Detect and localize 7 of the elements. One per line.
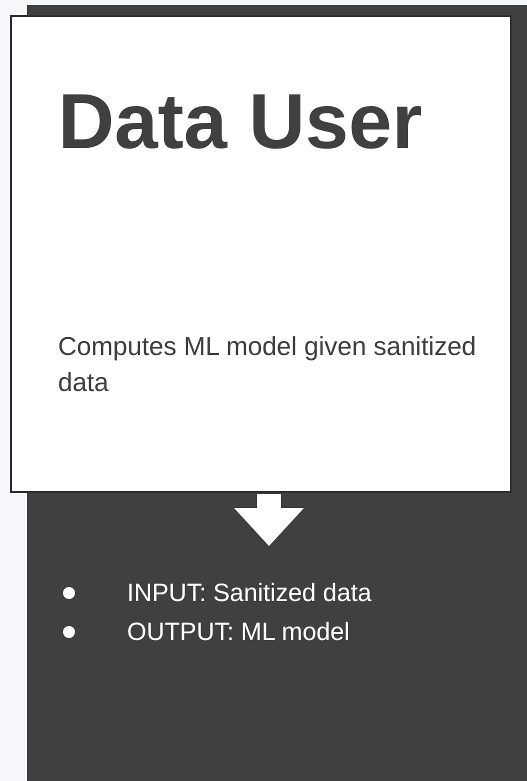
process-box [10, 15, 512, 493]
bullet-text: OUTPUT: ML model [127, 617, 350, 648]
node-title: Data User [58, 76, 422, 167]
node-description: Computes ML model given sanitized data [58, 330, 478, 399]
dark-panel [27, 493, 527, 781]
arrow [234, 494, 304, 546]
bullet-text: INPUT: Sanitized data [127, 578, 372, 609]
